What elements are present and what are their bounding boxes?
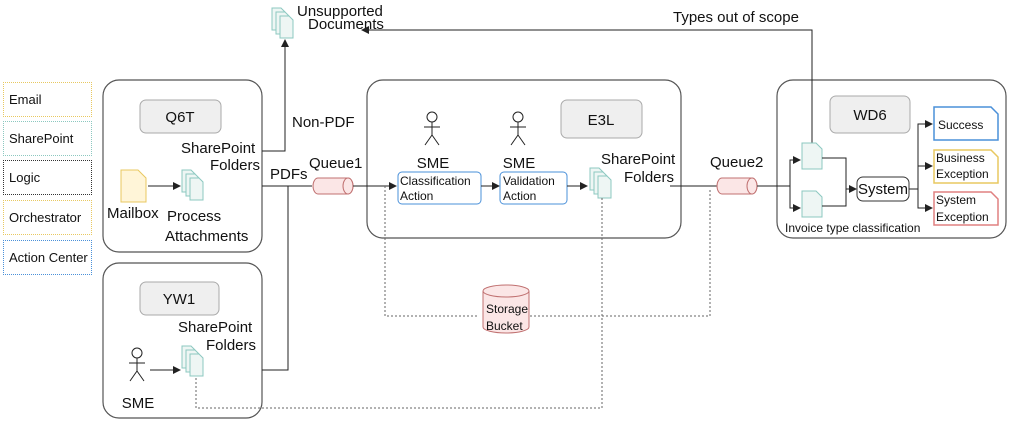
legend-logic: Logic bbox=[3, 160, 92, 195]
doc-bottom-to-system-flow bbox=[822, 189, 847, 207]
wd6-title-box bbox=[829, 95, 911, 134]
sme-yw1-label: SME bbox=[122, 395, 155, 412]
legend-sharepoint-label: SharePoint bbox=[9, 131, 74, 146]
invoice-classification-label: Invoice type classification bbox=[785, 221, 920, 235]
non-pdf-flow bbox=[262, 39, 289, 152]
system-exception-label-1: System bbox=[936, 193, 976, 207]
yw1-group bbox=[102, 262, 263, 419]
unsupported-label-1: Unsupported bbox=[297, 3, 383, 20]
q6t-sharepoint-label-2: Folders bbox=[210, 157, 260, 174]
q6t-title: Q6T bbox=[165, 109, 194, 126]
q6t-title-box bbox=[139, 99, 222, 134]
sme-yw1-icon bbox=[128, 347, 146, 382]
system-exception-box bbox=[933, 191, 999, 226]
yw1-sharepoint-label-1: SharePoint bbox=[178, 319, 253, 336]
classification-label-2: Action bbox=[400, 189, 433, 203]
queue2-icon bbox=[716, 177, 758, 195]
success-box bbox=[933, 106, 999, 141]
wd6-title: WD6 bbox=[853, 107, 886, 124]
pdfs-label: PDFs bbox=[270, 166, 308, 183]
types-out-of-scope-label: Types out of scope bbox=[673, 9, 799, 26]
yw1-sharepoint-label-2: Folders bbox=[206, 337, 256, 354]
legend-orchestrator: Orchestrator bbox=[3, 200, 92, 235]
business-exception-box bbox=[933, 149, 999, 184]
to-success-flow bbox=[917, 120, 933, 189]
legend-email-label: Email bbox=[9, 92, 42, 107]
wd6-doc-bottom-icon bbox=[801, 190, 823, 218]
validation-label-1: Validation bbox=[503, 174, 555, 188]
legend-logic-label: Logic bbox=[9, 170, 41, 185]
legend-orchestrator-label: Orchestrator bbox=[9, 210, 82, 225]
storage-link-yw1 bbox=[195, 198, 603, 409]
e3l-sharepoint-icon bbox=[589, 167, 612, 199]
wd6-group bbox=[776, 79, 1007, 239]
mailbox-icon bbox=[120, 169, 147, 203]
sme-classification-icon bbox=[423, 111, 441, 146]
split-flow-top bbox=[789, 156, 801, 186]
yw1-to-queue-flow bbox=[262, 186, 289, 371]
legend-email: Email bbox=[3, 82, 92, 117]
q6t-sharepoint-icon bbox=[181, 169, 204, 201]
success-label: Success bbox=[938, 118, 983, 132]
business-exception-label-1: Business bbox=[936, 151, 985, 165]
mailbox-label: Mailbox bbox=[107, 205, 159, 222]
sme-classification-label: SME bbox=[417, 155, 450, 172]
sme-validation-label: SME bbox=[503, 155, 536, 172]
q6t-sharepoint-label-1: SharePoint bbox=[181, 140, 256, 157]
storage-label-1: Storage bbox=[486, 302, 528, 316]
process-label-1: Process bbox=[167, 208, 221, 225]
storage-label-2: Bucket bbox=[486, 319, 523, 333]
q6t-group bbox=[102, 79, 263, 253]
validation-label-2: Action bbox=[503, 189, 536, 203]
out-of-scope-flow bbox=[361, 26, 813, 143]
e3l-sharepoint-label-2: Folders bbox=[624, 169, 674, 186]
sme-validation-icon bbox=[509, 111, 527, 146]
queue1-icon bbox=[312, 177, 354, 195]
storage-bucket-icon bbox=[482, 284, 530, 334]
split-flow-bottom bbox=[789, 186, 801, 212]
legend-action-center: Action Center bbox=[3, 240, 92, 275]
validation-action-box bbox=[499, 171, 568, 205]
unsupported-docs-icon bbox=[271, 7, 294, 39]
e3l-group bbox=[366, 79, 682, 239]
system-label: System bbox=[858, 181, 908, 198]
business-exception-label-2: Exception bbox=[936, 167, 989, 181]
classification-action-box bbox=[397, 171, 482, 205]
yw1-sharepoint-icon bbox=[181, 345, 204, 377]
queue1-label: Queue1 bbox=[309, 155, 362, 172]
e3l-sharepoint-label-1: SharePoint bbox=[601, 151, 676, 168]
classification-label-1: Classification bbox=[400, 174, 471, 188]
storage-link-queue2 bbox=[530, 190, 711, 317]
yw1-title: YW1 bbox=[163, 291, 196, 308]
process-label-2: Attachments bbox=[165, 228, 248, 245]
doc-top-to-system-flow bbox=[822, 157, 857, 193]
legend-sharepoint: SharePoint bbox=[3, 121, 92, 156]
wd6-doc-top-icon bbox=[801, 142, 823, 170]
to-system-exception-flow bbox=[917, 189, 933, 212]
e3l-title: E3L bbox=[588, 112, 615, 129]
queue2-label: Queue2 bbox=[710, 154, 763, 171]
storage-link-queue1 bbox=[384, 186, 478, 317]
system-exception-label-2: Exception bbox=[936, 210, 989, 224]
yw1-title-box bbox=[139, 281, 220, 316]
non-pdf-label: Non-PDF bbox=[292, 114, 355, 131]
legend-action-center-label: Action Center bbox=[9, 250, 88, 265]
e3l-title-box bbox=[560, 99, 643, 139]
